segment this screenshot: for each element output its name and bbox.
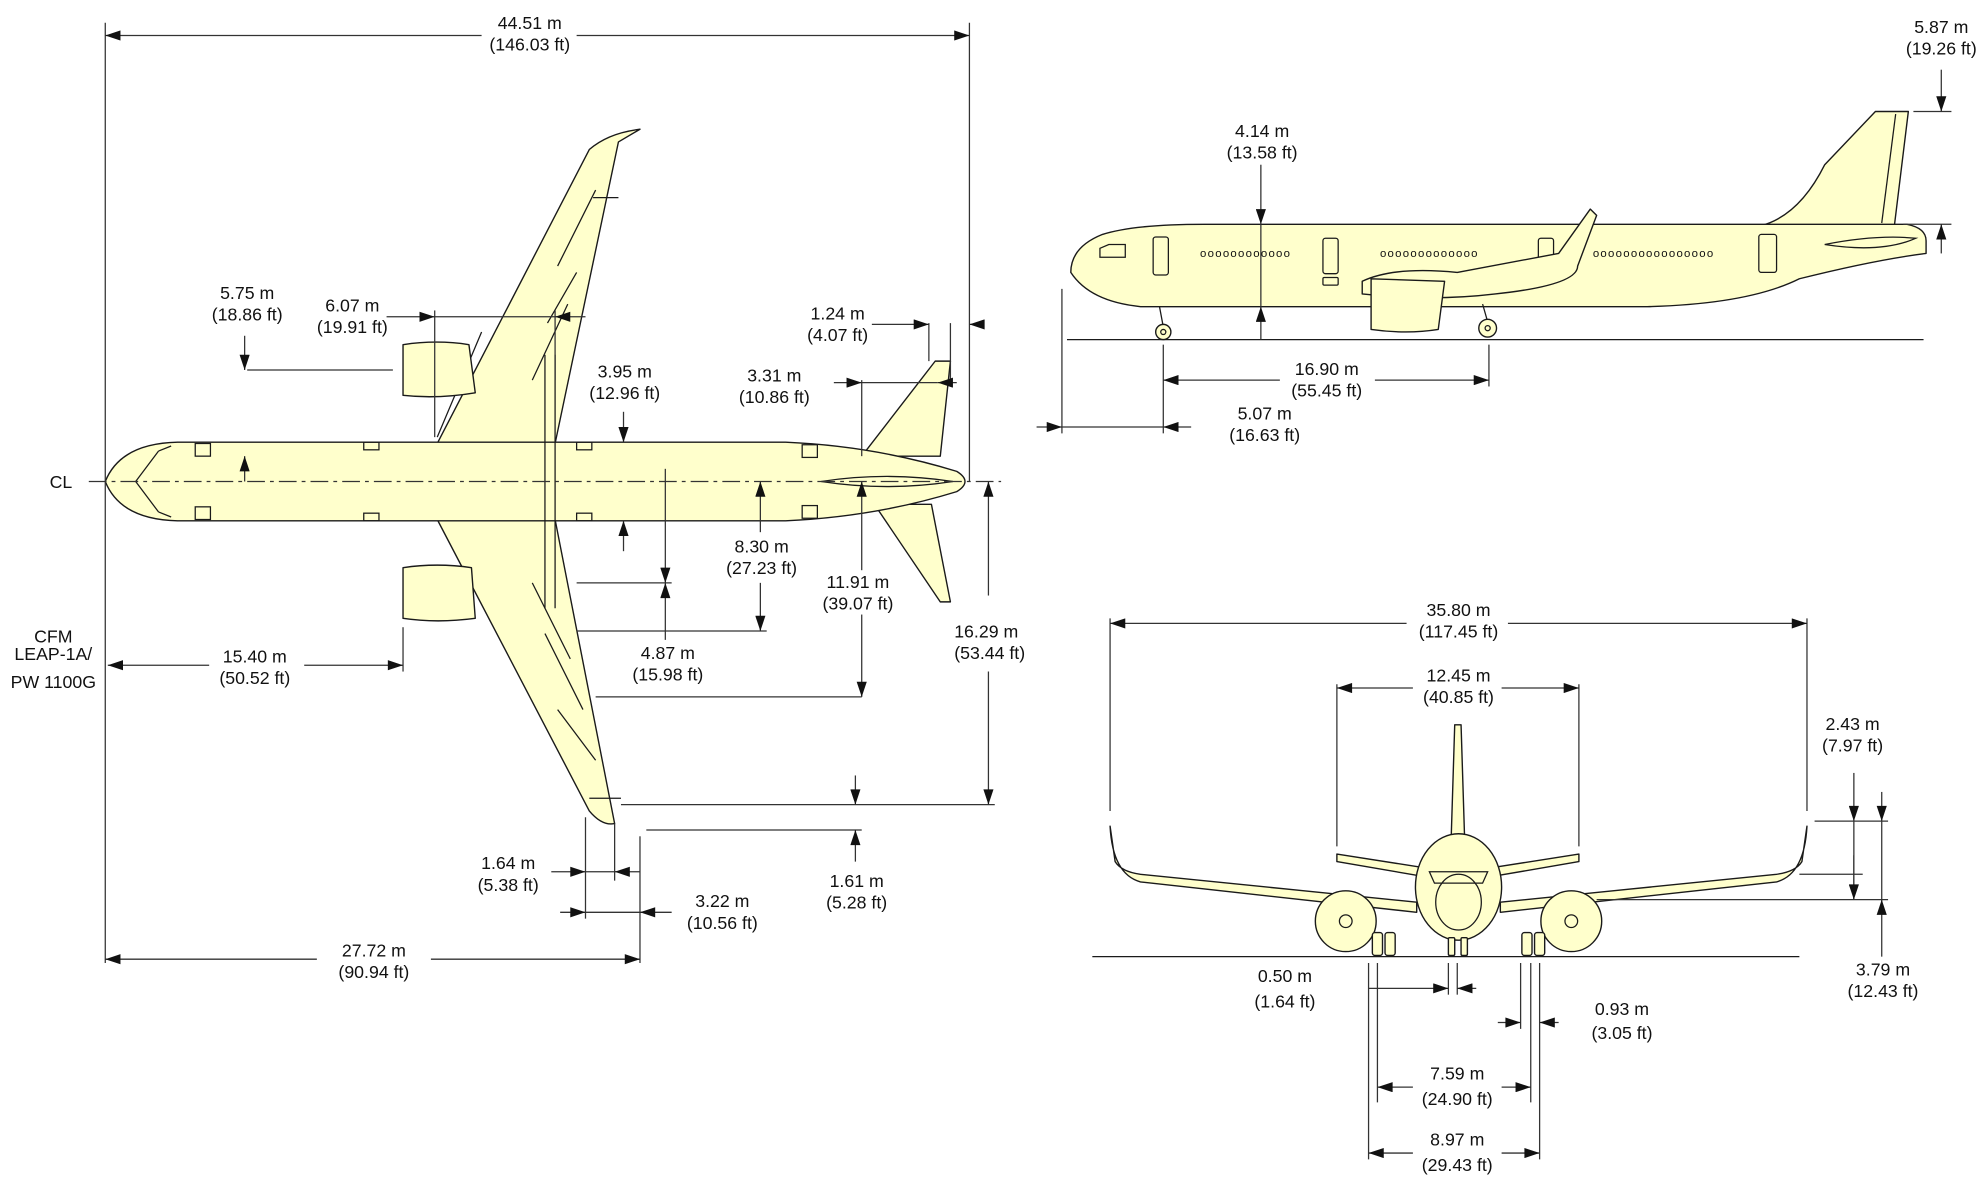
flap-half-m: 8.30 m xyxy=(735,536,789,556)
top-view: CL xyxy=(11,13,1026,982)
fuselage-width-ft: (12.96 ft) xyxy=(589,383,660,403)
top-view-labels: 44.51 m (146.03 ft) 5.75 m (18.86 ft) 6.… xyxy=(11,13,1026,982)
front-engine-right xyxy=(1540,890,1603,953)
engine-to-wing-m: 6.07 m xyxy=(325,296,379,316)
wingtip-chord-ft: (5.38 ft) xyxy=(478,875,539,895)
htail-upper xyxy=(861,360,952,457)
fuselage-height-m: 4.14 m xyxy=(1235,121,1289,141)
nose-to-engine-ft: (50.52 ft) xyxy=(219,668,290,688)
wheelbase-m: 16.90 m xyxy=(1295,359,1359,379)
main-gear-track-m: 7.59 m xyxy=(1430,1064,1484,1084)
engine-note-line-3: PW 1100G xyxy=(11,672,96,692)
engine-note-line-1: CFM xyxy=(34,626,72,646)
lower-wing xyxy=(436,518,616,825)
nose-gear xyxy=(1154,306,1172,341)
overall-length-m: 44.51 m xyxy=(498,13,562,33)
front-wing-left xyxy=(1109,825,1418,914)
window-row-1: oooooooooooo xyxy=(1200,248,1291,260)
overall-length-ft: (146.03 ft) xyxy=(489,35,570,55)
half-wingspan-m: 16.29 m xyxy=(954,621,1018,641)
htail-span-half-m: 11.91 m xyxy=(827,572,890,592)
fuselage-width-m: 3.95 m xyxy=(598,362,652,382)
nose-to-nosegear-ft: (16.63 ft) xyxy=(1229,425,1300,445)
side-view-labels: 4.14 m (13.58 ft) 5.87 m (19.26 ft) 16.9… xyxy=(1227,17,1977,445)
tail-height-m: 5.87 m xyxy=(1914,17,1968,37)
front-view-labels: 35.80 m (117.45 ft) 12.45 m (40.85 ft) 2… xyxy=(1254,600,1918,1175)
engine-offset-m: 5.75 m xyxy=(220,283,274,303)
engine-to-wing-ft: (19.91 ft) xyxy=(317,317,388,337)
htail-span-m: 12.45 m xyxy=(1427,666,1491,686)
wing-height-m: 3.79 m xyxy=(1856,960,1910,980)
main-gear-outer-ft: (29.43 ft) xyxy=(1422,1155,1493,1175)
gear-offset-ft: (15.98 ft) xyxy=(632,664,703,684)
sharklet-width-m: 1.61 m xyxy=(830,871,884,891)
htail-chord-ft: (10.86 ft) xyxy=(739,387,810,407)
front-vtail xyxy=(1450,724,1466,848)
nose-gear-track-m: 0.50 m xyxy=(1258,966,1312,986)
wingtip-le-ft: (10.56 ft) xyxy=(687,913,758,933)
vertical-tail xyxy=(1760,110,1910,227)
nose-gear-track-ft: (1.64 ft) xyxy=(1254,991,1315,1011)
wingspan-ft: (117.45 ft) xyxy=(1419,621,1498,641)
sharklet-height-m: 2.43 m xyxy=(1826,714,1880,734)
front-htail-left xyxy=(1336,853,1427,878)
wing-height-ft: (12.43 ft) xyxy=(1848,981,1919,1001)
htail-chord-m: 3.31 m xyxy=(747,365,801,385)
front-view: 35.80 m (117.45 ft) 12.45 m (40.85 ft) 2… xyxy=(1092,600,1918,1175)
window-row-2: ooooooooooooo xyxy=(1380,248,1479,260)
front-engine-left xyxy=(1314,890,1377,953)
window-row-3: oooooooooooooooo xyxy=(1593,248,1715,260)
fuselage-height-ft: (13.58 ft) xyxy=(1227,142,1298,162)
front-wing-right xyxy=(1499,825,1808,914)
wheelbase-ft: (55.45 ft) xyxy=(1291,381,1362,401)
nose-to-wingtip-m: 27.72 m xyxy=(342,941,406,961)
flap-half-ft: (27.23 ft) xyxy=(726,558,797,578)
tail-height-ft: (19.26 ft) xyxy=(1906,38,1977,58)
sharklet-height-ft: (7.97 ft) xyxy=(1822,735,1883,755)
wingtip-chord-m: 1.64 m xyxy=(481,853,535,873)
main-gear-track-ft: (24.90 ft) xyxy=(1422,1089,1493,1109)
lower-engine xyxy=(402,564,476,622)
engine-offset-ft: (18.86 ft) xyxy=(212,305,283,325)
gear-offset-m: 4.87 m xyxy=(641,643,695,663)
front-fuselage xyxy=(1414,833,1503,941)
side-engine xyxy=(1370,278,1446,333)
front-htail-right xyxy=(1489,853,1580,878)
half-wingspan-ft: (53.44 ft) xyxy=(954,643,1025,663)
main-gear-outer-m: 8.97 m xyxy=(1430,1129,1484,1149)
main-gear xyxy=(1478,303,1498,338)
engine-note-line-2: LEAP-1A/ xyxy=(14,644,92,664)
main-gear-wheel-m: 0.93 m xyxy=(1595,999,1649,1019)
upper-engine xyxy=(402,341,476,398)
tail-tip-offset-ft: (4.07 ft) xyxy=(807,325,868,345)
upper-wing xyxy=(436,128,641,445)
main-gear-wheel-ft: (3.05 ft) xyxy=(1591,1023,1652,1043)
nose-to-wingtip-ft: (90.94 ft) xyxy=(338,962,409,982)
wingspan-m: 35.80 m xyxy=(1427,600,1491,620)
side-view: oooooooooooo ooooooooooooo ooooooooooooo… xyxy=(1036,17,1977,445)
nose-to-nosegear-m: 5.07 m xyxy=(1238,403,1292,423)
nose-to-engine-m: 15.40 m xyxy=(223,647,287,667)
centerline-symbol: CL xyxy=(50,472,73,492)
sharklet-width-ft: (5.28 ft) xyxy=(826,893,887,913)
tail-tip-offset-m: 1.24 m xyxy=(811,303,865,323)
htail-span-half-ft: (39.07 ft) xyxy=(822,593,893,613)
htail-span-ft: (40.85 ft) xyxy=(1423,687,1494,707)
wingtip-le-m: 3.22 m xyxy=(695,891,749,911)
